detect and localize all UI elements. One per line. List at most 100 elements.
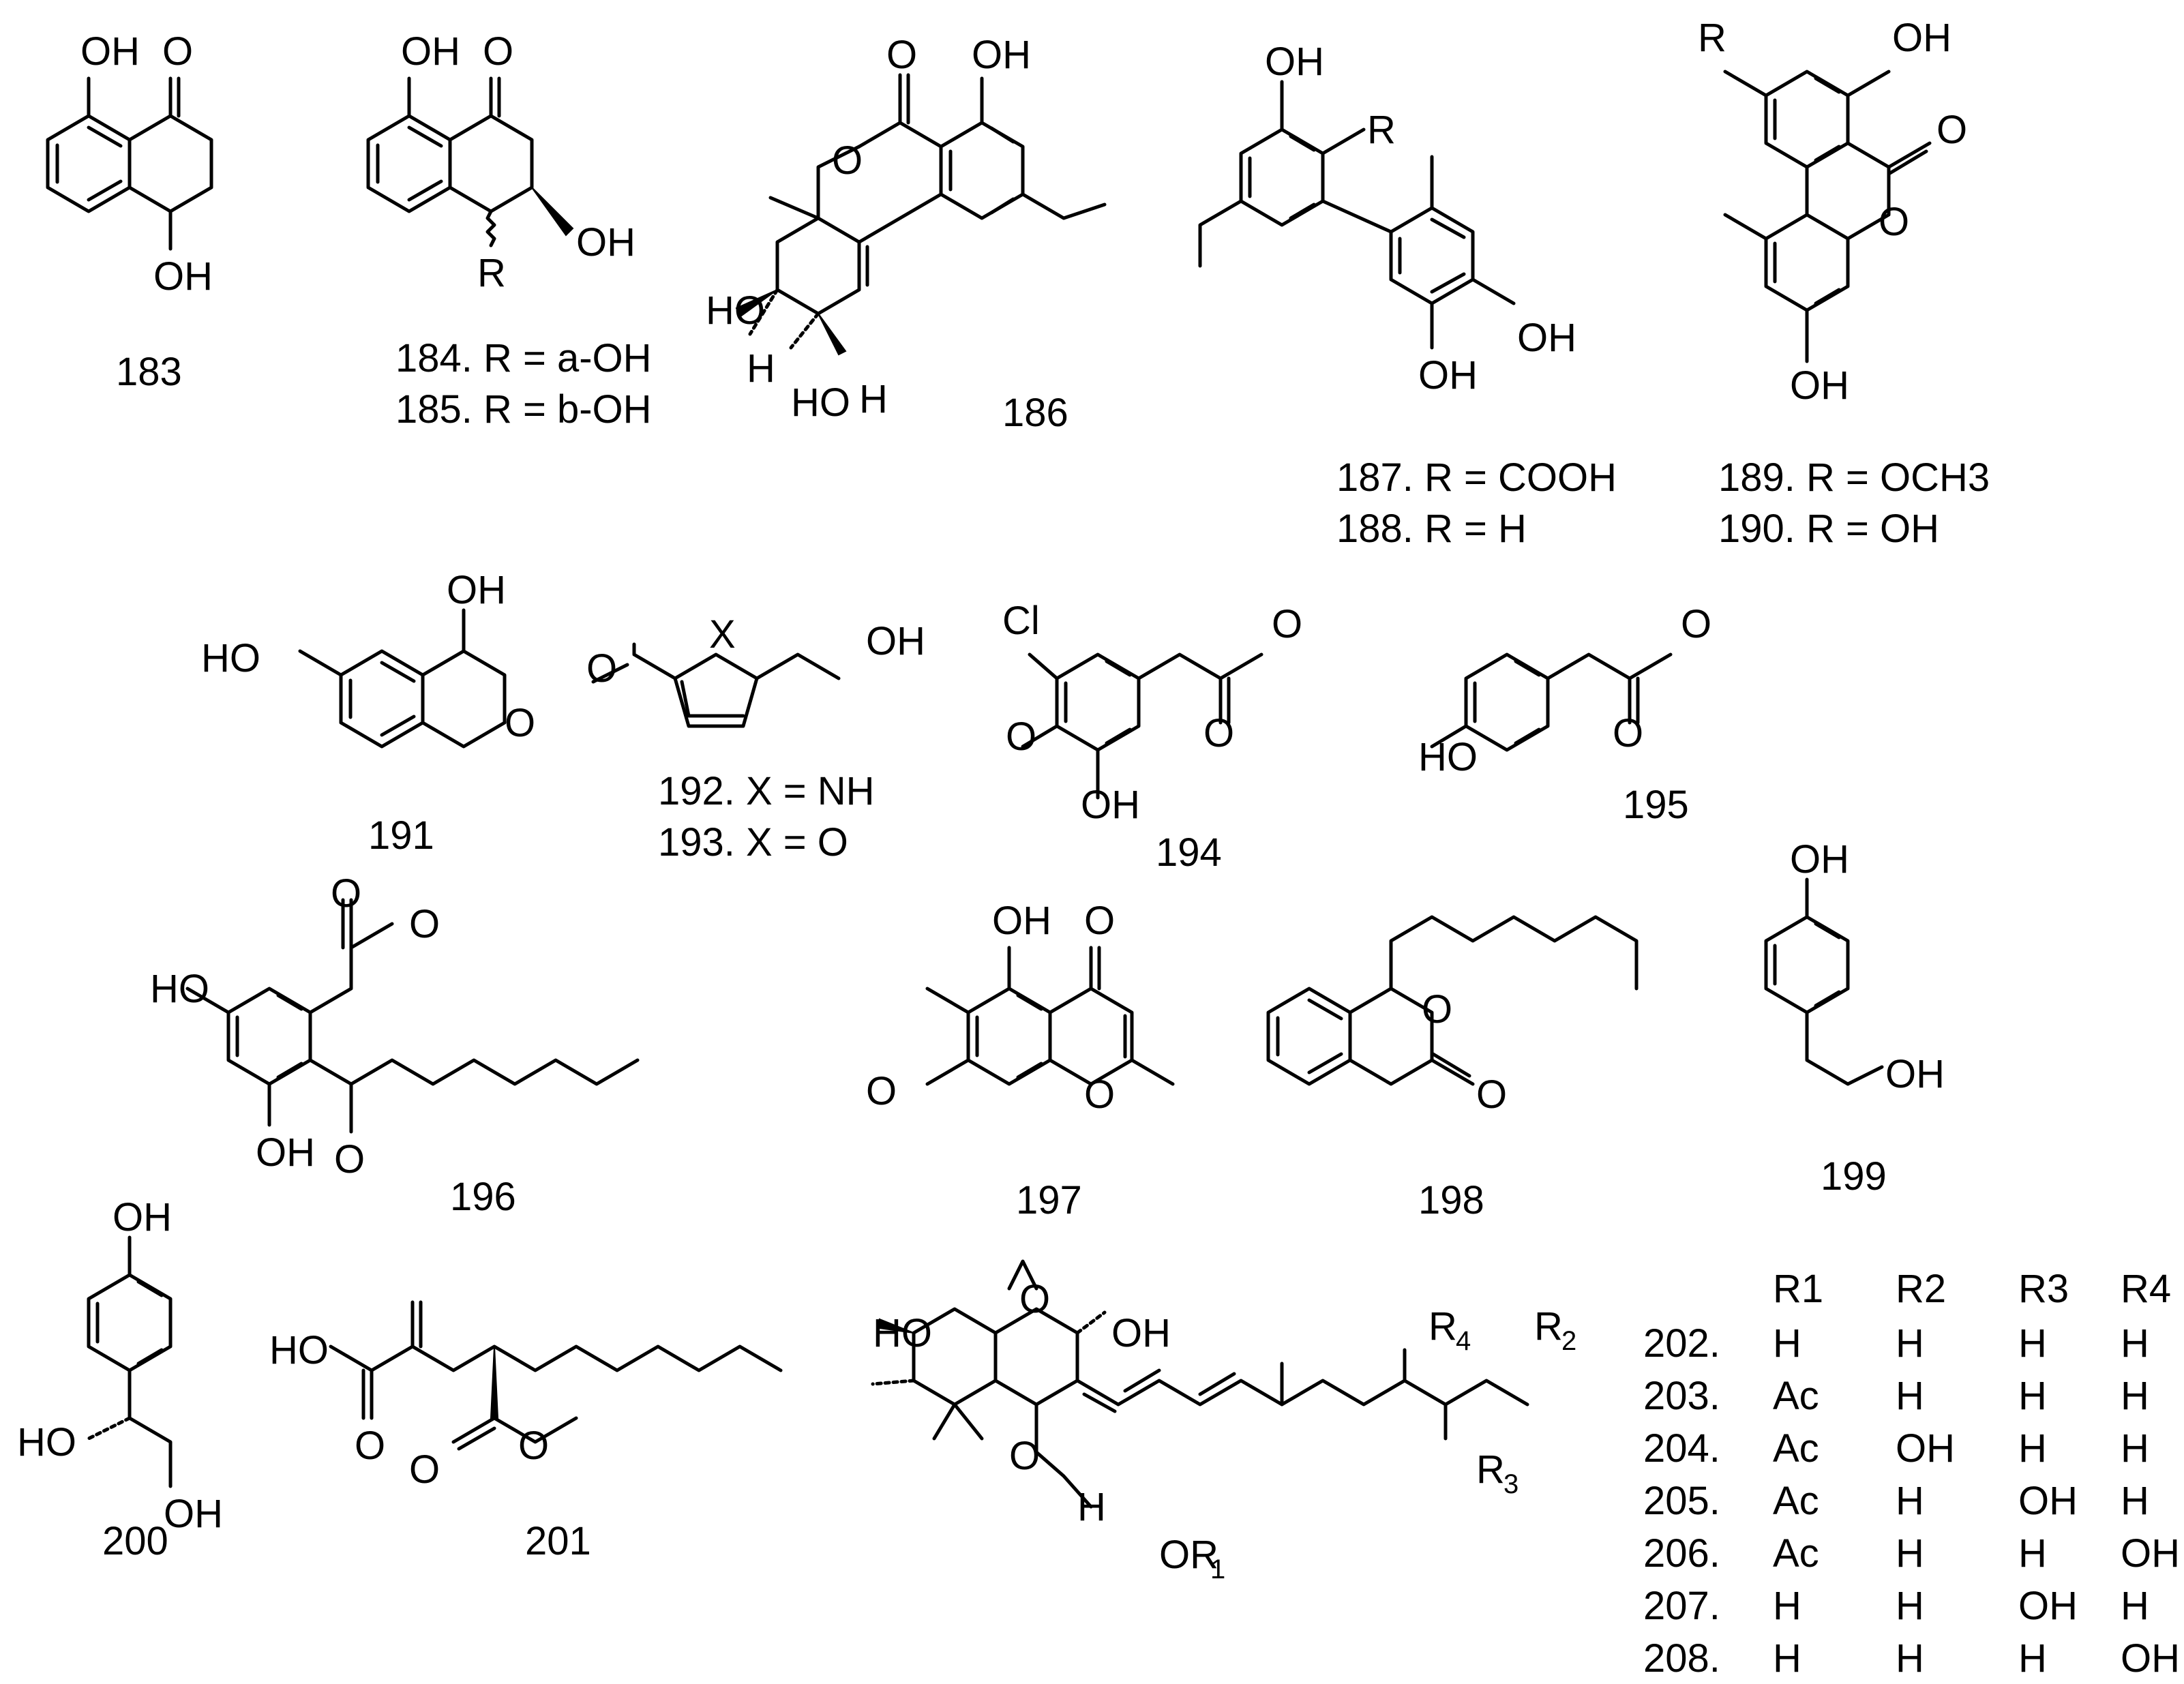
compound-caption: 189. R = OCH3	[1718, 455, 1990, 500]
atom-label: OH	[1081, 783, 1140, 827]
structure-197: OH O O O 197	[866, 899, 1175, 1222]
table-cell: OH	[1896, 1426, 1955, 1471]
table-cell: H	[2018, 1374, 2047, 1418]
atom-label: HO	[150, 967, 209, 1011]
structure-198: O O 198	[1266, 915, 1639, 1222]
table-row-label: 202.	[1643, 1321, 1720, 1366]
table-cell: H	[1896, 1479, 1924, 1523]
atom-label: OH	[401, 29, 460, 74]
atom-label: OH	[153, 254, 213, 299]
table-cell: OH	[2018, 1584, 2078, 1628]
table-cell: H	[2121, 1374, 2149, 1418]
table-cell: Ac	[1773, 1531, 1819, 1576]
atom-label: HO	[791, 380, 850, 425]
atom-label: O	[886, 33, 917, 77]
atom-label: 1	[1210, 1554, 1225, 1584]
atom-label: OH	[1517, 316, 1576, 360]
table-cell: H	[2121, 1426, 2149, 1471]
structure-183: OH O OH 183	[46, 29, 213, 394]
structure-194: Cl O OH O O 194	[1002, 599, 1302, 875]
compound-caption: 186	[1002, 391, 1068, 435]
atom-label: HO	[201, 636, 260, 680]
compound-caption: 184. R = a-OH	[395, 336, 652, 380]
structure-184-185: OH O OH R 184. R = a-OH 185. R = b-OH	[366, 29, 652, 432]
atom-label: O	[832, 138, 863, 183]
atom-label: O	[1879, 200, 1909, 244]
structure-201: HO O O O 201	[269, 1300, 783, 1563]
table-header: R1	[1773, 1267, 1823, 1311]
atom-label: X	[709, 612, 736, 657]
structure-192-193: O X OH 192. X = NH 193. X = O	[586, 612, 925, 864]
compound-caption: 188. R = H	[1336, 507, 1527, 551]
atom-label: O	[1084, 1072, 1115, 1117]
table-cell: H	[1896, 1321, 1924, 1366]
table-row-label: 203.	[1643, 1374, 1720, 1418]
table-cell: Ac	[1773, 1479, 1819, 1523]
atom-label: O	[355, 1424, 385, 1468]
table-row-label: 204.	[1643, 1426, 1720, 1471]
atom-label: OH	[972, 33, 1031, 77]
atom-label: OH	[256, 1130, 315, 1175]
atom-label: R	[477, 251, 506, 295]
table-cell: H	[2018, 1636, 2047, 1681]
compound-caption: 190. R = OH	[1718, 507, 1939, 551]
structure-186: O O OH HO H HO H 186	[706, 33, 1107, 435]
table-cell: H	[2018, 1426, 2047, 1471]
structure-187-188: OH R OH OH 187. R = COOH 188. R = H	[1198, 40, 1617, 551]
atom-label: OH	[866, 619, 925, 663]
compound-caption: 194	[1156, 830, 1222, 875]
compound-caption: 201	[525, 1519, 591, 1563]
table-row-label: 208.	[1643, 1636, 1720, 1681]
atom-label: OH	[1885, 1052, 1945, 1096]
table-cell: OH	[2121, 1531, 2180, 1576]
table-cell: H	[1896, 1636, 1924, 1681]
atom-label: O	[1009, 1434, 1040, 1478]
compound-caption: 187. R = COOH	[1336, 455, 1617, 500]
table-cell: OH	[2121, 1636, 2180, 1681]
atom-label: O	[1272, 602, 1302, 646]
structure-200: OH HO OH 200	[17, 1195, 223, 1563]
atom-label: HO	[706, 288, 765, 333]
compound-caption: 198	[1418, 1178, 1484, 1222]
compound-caption: 195	[1623, 783, 1689, 827]
atom-label: OH	[164, 1492, 223, 1536]
atom-label: O	[162, 29, 193, 74]
compound-caption: 185. R = b-OH	[395, 387, 652, 432]
atom-label: O	[1613, 711, 1643, 755]
atom-label: O	[409, 902, 440, 946]
table-cell: Ac	[1773, 1426, 1819, 1471]
table-row-label: 206.	[1643, 1531, 1720, 1576]
atom-label: O	[505, 701, 535, 745]
table-header: R3	[2018, 1267, 2069, 1311]
compound-caption: 197	[1016, 1178, 1082, 1222]
atom-label: 3	[1504, 1469, 1519, 1499]
atom-label: OH	[1418, 353, 1478, 397]
atom-label: O	[1422, 987, 1452, 1032]
atom-label: Cl	[1002, 599, 1040, 643]
atom-label: HO	[1418, 735, 1478, 779]
table-cell: H	[2121, 1321, 2149, 1366]
atom-label: OH	[80, 29, 140, 74]
structure-202-208: O HO OH O H OR 1 R 4 R 2 R 3	[871, 1259, 1576, 1584]
atom-label: HO	[269, 1328, 329, 1372]
atom-label: OH	[1790, 837, 1849, 882]
structure-195: HO O O 195	[1418, 602, 1711, 827]
table-cell: H	[1773, 1636, 1801, 1681]
table-cell: H	[2018, 1321, 2047, 1366]
atom-label: O	[586, 646, 617, 691]
atom-label: O	[331, 871, 361, 916]
atom-label: OH	[447, 568, 506, 612]
atom-label: O	[1019, 1277, 1050, 1321]
atom-label: OR	[1159, 1533, 1218, 1577]
atom-label: O	[483, 29, 513, 74]
atom-label: OH	[1265, 40, 1324, 84]
structure-199: OH OH 199	[1764, 837, 1945, 1199]
atom-label: R	[1428, 1304, 1457, 1349]
structure-191: OH HO O 191	[201, 568, 535, 858]
table-header: R4	[2121, 1267, 2171, 1311]
atom-label: OH	[113, 1195, 172, 1239]
table-cell: H	[1896, 1531, 1924, 1576]
atom-label: HO	[17, 1420, 76, 1464]
